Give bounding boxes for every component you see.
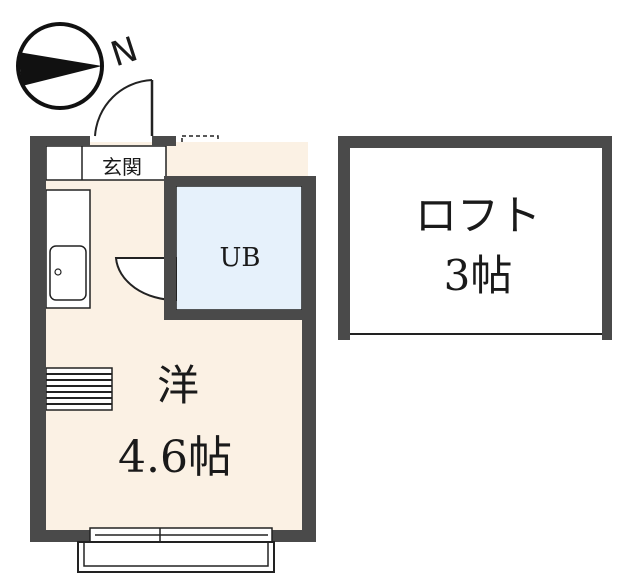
- western-room-label: 洋: [157, 361, 199, 410]
- air-conditioner: [45, 367, 113, 411]
- wall-bath-bottom: [164, 310, 310, 320]
- balcony-window: [77, 527, 275, 573]
- loft-size: 3帖: [444, 251, 513, 300]
- loft: ロフト 3帖: [338, 136, 612, 340]
- wall-bottom-left: [30, 530, 90, 542]
- walls: [30, 136, 316, 542]
- loft-label: ロフト: [415, 191, 541, 240]
- wall-top-right: [164, 176, 314, 186]
- genkan-floor: [45, 145, 167, 181]
- wall-top-left: [30, 136, 90, 146]
- wall-top-mid: [152, 136, 176, 146]
- compass-needle-icon: [18, 52, 102, 86]
- bath-label: UB: [219, 243, 260, 273]
- western-room-size: 4.6帖: [118, 432, 232, 483]
- compass-label: N: [106, 29, 143, 75]
- balcony-rail-inner: [83, 541, 269, 567]
- sink-drain-icon: [54, 268, 62, 276]
- wall-bottom-right: [272, 530, 316, 542]
- compass: N: [16, 22, 143, 110]
- wall-left: [30, 136, 46, 542]
- wall-bath-left: [164, 176, 176, 318]
- entrance-door-swing: [94, 79, 153, 137]
- wall-right: [302, 176, 316, 542]
- kitchen: [45, 189, 91, 309]
- kitchen-sink: [49, 245, 87, 301]
- genkan-label: 玄関: [102, 155, 142, 179]
- balcony-rail: [77, 541, 275, 573]
- entrance-door: [94, 79, 154, 137]
